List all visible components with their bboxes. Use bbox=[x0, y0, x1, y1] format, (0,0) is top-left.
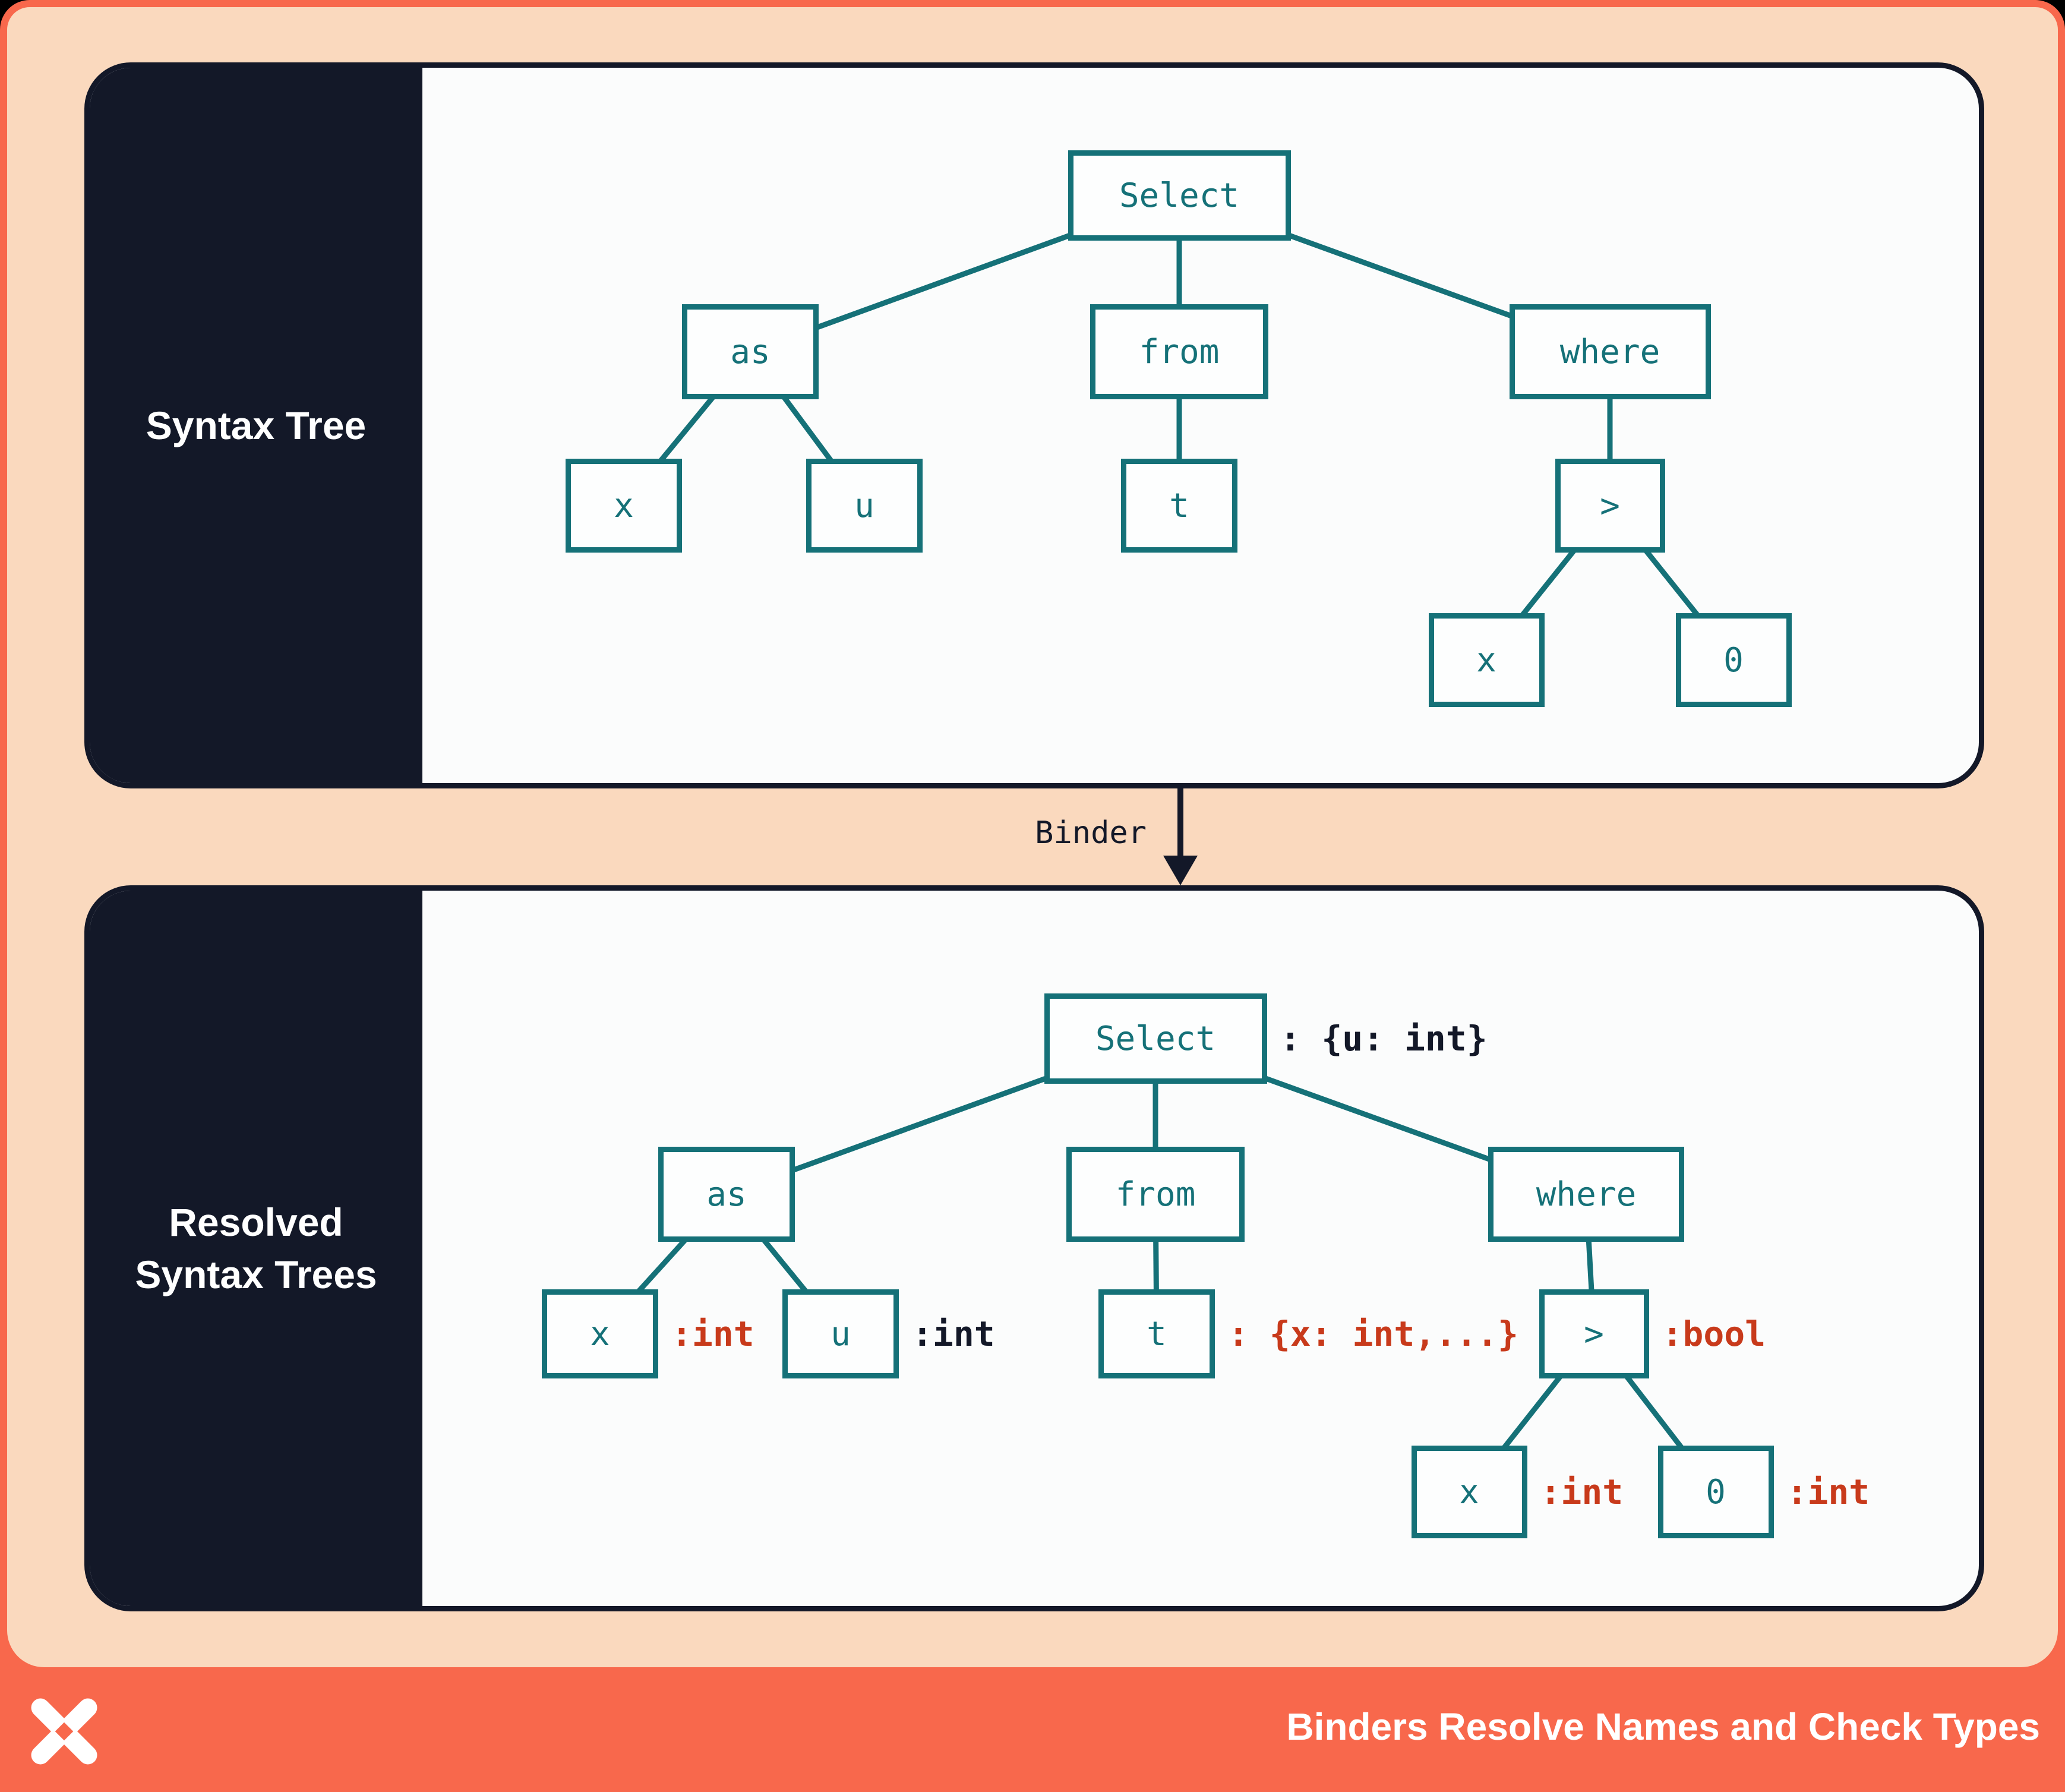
resolved-syntax-tree-annotation-select: : {u: int} bbox=[1280, 1018, 1488, 1059]
resolved-syntax-tree-annotation-u3: :int bbox=[912, 1314, 995, 1354]
resolved-syntax-tree-node-x4: x bbox=[1411, 1446, 1527, 1538]
resolved-syntax-tree-annotation-x4: :int bbox=[1540, 1472, 1624, 1512]
syntax-tree-panel: Syntax Tree bbox=[84, 62, 1984, 788]
syntax-tree-node-t1: t bbox=[1121, 459, 1237, 553]
syntax-tree-node-where: where bbox=[1509, 304, 1711, 399]
syntax-tree-node-u1: u bbox=[806, 459, 923, 553]
resolved-syntax-tree-node-as: as bbox=[658, 1147, 795, 1242]
resolved-syntax-tree-annotation-x3: :int bbox=[671, 1314, 754, 1354]
syntax-tree-sidebar: Syntax Tree bbox=[90, 68, 422, 783]
resolved-sidebar-label-line2: Syntax Trees bbox=[135, 1252, 377, 1296]
syntax-tree-node-from: from bbox=[1090, 304, 1268, 399]
syntax-tree-sidebar-label: Syntax Tree bbox=[146, 403, 367, 447]
syntax-tree-node-x2: x bbox=[1428, 613, 1545, 707]
resolved-syntax-tree-node-select: Select bbox=[1044, 993, 1267, 1084]
resolved-syntax-trees-panel: Resolved Syntax Trees bbox=[84, 885, 1984, 1611]
footer-bar bbox=[0, 1667, 2065, 1792]
resolved-syntax-tree-node-u3: u bbox=[782, 1289, 899, 1378]
resolved-syntax-tree-annotation-gt2: :bool bbox=[1662, 1314, 1766, 1354]
resolved-syntax-tree-node-gt2: > bbox=[1539, 1289, 1649, 1378]
resolved-syntax-trees-sidebar: Resolved Syntax Trees bbox=[90, 891, 422, 1606]
resolved-syntax-tree-node-x3: x bbox=[542, 1289, 658, 1378]
resolved-syntax-tree-annotation-zero2: :int bbox=[1786, 1472, 1870, 1512]
syntax-tree-node-zero1: 0 bbox=[1675, 613, 1792, 707]
resolved-syntax-tree-annotation-t2: : {x: int,...} bbox=[1228, 1314, 1518, 1354]
syntax-tree-node-gt1: > bbox=[1555, 459, 1665, 553]
x-star-logo-icon bbox=[31, 1698, 97, 1765]
binder-label: Binder bbox=[1035, 815, 1147, 851]
syntax-tree-node-as: as bbox=[682, 304, 819, 399]
syntax-tree-node-select: Select bbox=[1068, 150, 1291, 241]
footer-title: Binders Resolve Names and Check Types bbox=[1286, 1705, 2040, 1748]
resolved-syntax-tree-node-t2: t bbox=[1098, 1289, 1215, 1378]
resolved-sidebar-label-line1: Resolved bbox=[169, 1200, 343, 1244]
resolved-syntax-tree-node-from: from bbox=[1066, 1147, 1245, 1242]
resolved-syntax-tree-node-where: where bbox=[1488, 1147, 1684, 1242]
syntax-tree-node-x1: x bbox=[566, 459, 682, 553]
resolved-syntax-tree-node-zero2: 0 bbox=[1657, 1446, 1774, 1538]
